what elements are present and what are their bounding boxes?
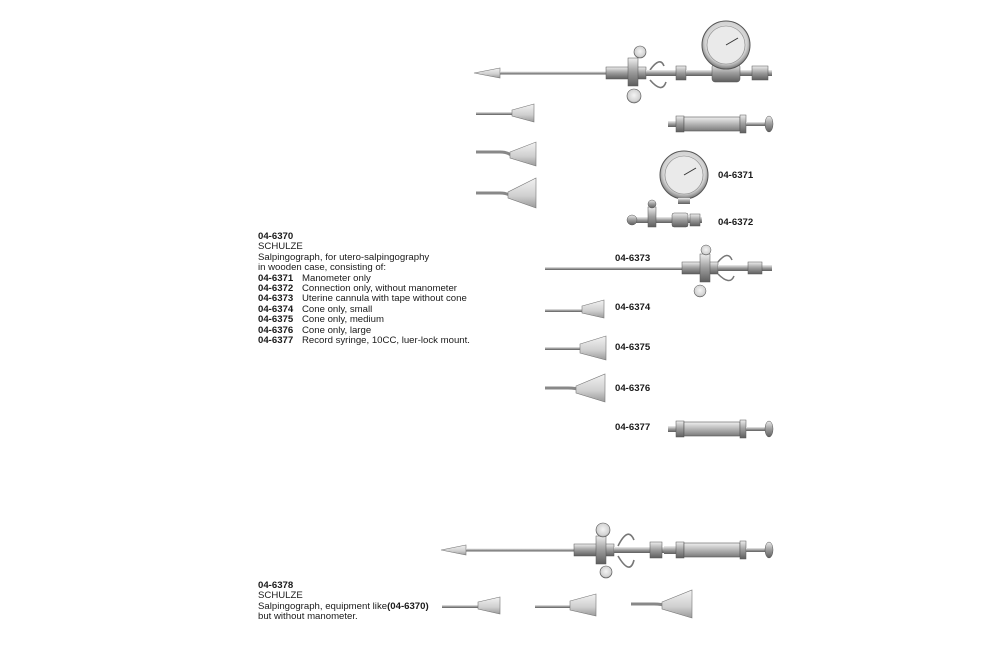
salpingograph-complete-illustration [473,20,772,104]
product-code: 04-6370 [258,231,294,242]
product-code: 04-6378 [258,580,294,591]
figure-label-04-6375: 04-6375 [615,342,651,353]
product-description-cont: in wooden case, consisting of: [258,262,386,274]
manometer-illustration [659,150,709,204]
record-syringe-illustration [668,419,774,439]
cone-large-illustration [476,177,537,209]
figure-label-04-6376: 04-6376 [615,383,651,394]
cone-small-illustration [442,596,501,615]
figure-label-04-6371: 04-6371 [718,170,754,181]
cone-small-illustration [545,299,605,319]
figure-label-04-6373: 04-6373 [615,253,651,264]
figure-label-04-6372: 04-6372 [718,217,754,228]
salpingograph-without-manometer-illustration [440,522,774,579]
connection-illustration [626,199,702,228]
figure-label-04-6377: 04-6377 [615,422,651,433]
cone-medium-illustration [476,141,537,167]
cone-small-illustration [476,103,535,123]
product-description: Salpingograph, equipment like(04-6370) [258,600,429,612]
product-brand: SCHULZE [258,590,303,602]
product-description-cont: but without manometer. [258,611,358,623]
record-syringe-illustration [668,114,774,134]
product-block-04-6370: 04-6370 SCHULZE Salpingograph, for utero… [258,231,470,347]
uterine-cannula-illustration [545,244,772,298]
cone-medium-illustration [535,593,597,617]
product-brand: SCHULZE [258,241,303,253]
product-block-04-6378: 04-6378 SCHULZE Salpingograph, equipment… [258,580,429,623]
figure-label-04-6374: 04-6374 [615,302,651,313]
cone-large-illustration [631,589,693,619]
cone-large-illustration [545,373,606,403]
product-description: Salpingograph, for utero-salpingography [258,251,430,263]
cone-medium-illustration [545,335,607,361]
